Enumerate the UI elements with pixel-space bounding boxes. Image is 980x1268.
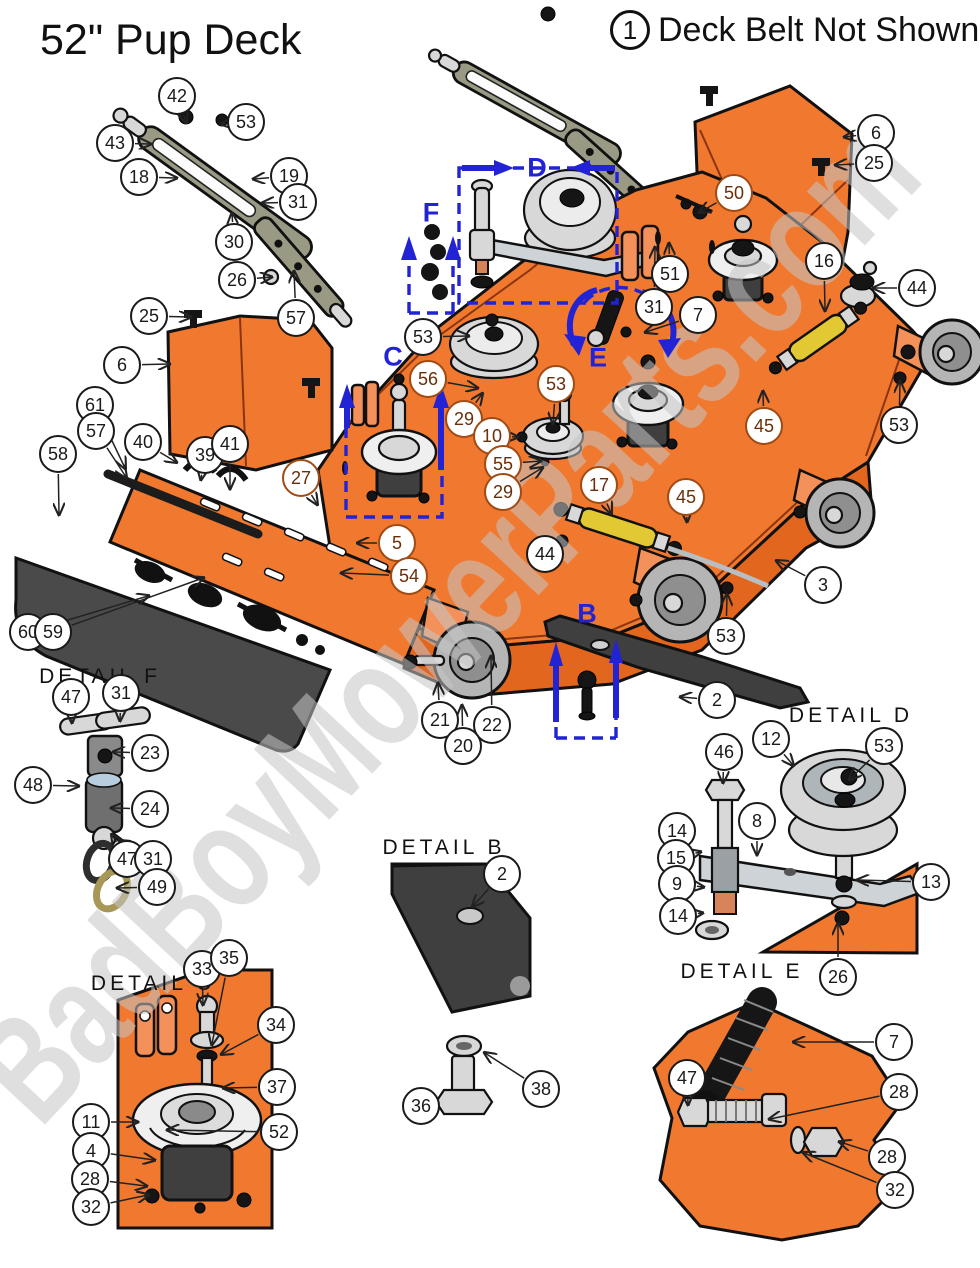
callout-40: 40 [124, 423, 162, 461]
callout-48: 48 [14, 766, 52, 804]
callout-38: 38 [522, 1070, 560, 1108]
callout-46: 46 [705, 733, 743, 771]
callout-7: 7 [679, 296, 717, 334]
detail-label-b: DETAIL B [382, 836, 506, 859]
callout-18: 18 [120, 158, 158, 196]
callout-16: 16 [805, 242, 843, 280]
spindle-left [360, 373, 438, 504]
callout-5: 5 [378, 524, 416, 562]
region-label-c: C [383, 341, 403, 372]
callout-53: 53 [227, 103, 265, 141]
callout-47: 47 [52, 678, 90, 716]
callout-13: 13 [912, 863, 950, 901]
callout-45: 45 [745, 407, 783, 445]
callout-45: 45 [667, 478, 705, 516]
callout-51: 51 [651, 255, 689, 293]
page-title: 52" Pup Deck [40, 16, 302, 64]
spindle-right [707, 214, 779, 304]
callout-leader-lines [46, 115, 912, 1204]
front-baffle-and-flap [14, 458, 436, 753]
callout-53: 53 [865, 727, 903, 765]
callout-53: 53 [880, 406, 918, 444]
callout-3: 3 [804, 566, 842, 604]
detail-label-c: DETAIL C [90, 972, 216, 995]
callout-42: 42 [158, 77, 196, 115]
callout-24: 24 [131, 790, 169, 828]
discharge-chute [166, 314, 334, 472]
callout-28: 28 [880, 1073, 918, 1111]
callout-49: 49 [138, 868, 176, 906]
callout-2: 2 [698, 681, 736, 719]
detail-c-drawing [116, 968, 274, 1230]
callout-29: 29 [484, 473, 522, 511]
callout-57: 57 [277, 299, 315, 337]
callout-56: 56 [409, 360, 447, 398]
callout-6: 6 [103, 346, 141, 384]
note-text: Deck Belt Not Shown [658, 10, 980, 49]
detail-b-drawing [390, 862, 532, 1116]
deck-belt-note: 1 Deck Belt Not Shown [610, 10, 979, 50]
callout-7: 7 [875, 1023, 913, 1061]
region-label-f: F [422, 197, 440, 228]
note-number-badge: 1 [610, 10, 650, 50]
callout-59: 59 [34, 613, 72, 651]
spindle-center [611, 354, 685, 450]
callout-54: 54 [390, 557, 428, 595]
callout-53: 53 [537, 365, 575, 403]
callout-26: 26 [819, 958, 857, 996]
detail-f-drawing [59, 706, 151, 913]
callout-27: 27 [282, 459, 320, 497]
deck-wheels [402, 318, 980, 700]
callout-31: 31 [102, 674, 140, 712]
callout-28: 28 [868, 1138, 906, 1176]
callout-21: 21 [421, 701, 459, 739]
detail-label-e: DETAIL E [680, 960, 804, 983]
knob-icons [184, 86, 830, 328]
callout-8: 8 [738, 802, 776, 840]
callout-41: 41 [211, 425, 249, 463]
callout-20: 20 [444, 727, 482, 765]
callout-25: 25 [855, 144, 893, 182]
callout-47: 47 [668, 1059, 706, 1097]
callout-2: 2 [483, 855, 521, 893]
callout-31: 31 [279, 183, 317, 221]
callout-44: 44 [526, 535, 564, 573]
callout-50: 50 [715, 174, 753, 212]
detail-label-d: DETAIL D [788, 704, 914, 727]
callout-53: 53 [404, 318, 442, 356]
detail-d-drawing [694, 748, 925, 955]
callout-43: 43 [96, 124, 134, 162]
callout-36: 36 [402, 1087, 440, 1125]
region-label-e: E [588, 342, 608, 373]
callout-31: 31 [635, 288, 673, 326]
callout-25: 25 [130, 297, 168, 335]
region-label-d: D [527, 152, 547, 183]
callout-37: 37 [258, 1068, 296, 1106]
callout-57: 57 [77, 412, 115, 450]
callout-26: 26 [218, 261, 256, 299]
callout-32: 32 [72, 1188, 110, 1226]
callout-53: 53 [707, 617, 745, 655]
callout-17: 17 [580, 466, 618, 504]
callout-23: 23 [131, 734, 169, 772]
callout-44: 44 [898, 269, 936, 307]
callout-32: 32 [876, 1171, 914, 1209]
mower-blade [543, 614, 811, 710]
callout-58: 58 [39, 435, 77, 473]
callout-30: 30 [215, 223, 253, 261]
callout-52: 52 [260, 1113, 298, 1151]
region-label-b: B [577, 598, 597, 629]
detail-e-spring-drawing [652, 987, 904, 1242]
callout-34: 34 [257, 1006, 295, 1044]
callout-12: 12 [752, 720, 790, 758]
callout-35: 35 [210, 939, 248, 977]
pulleys-and-spindles [342, 168, 907, 595]
callout-14: 14 [659, 897, 697, 935]
